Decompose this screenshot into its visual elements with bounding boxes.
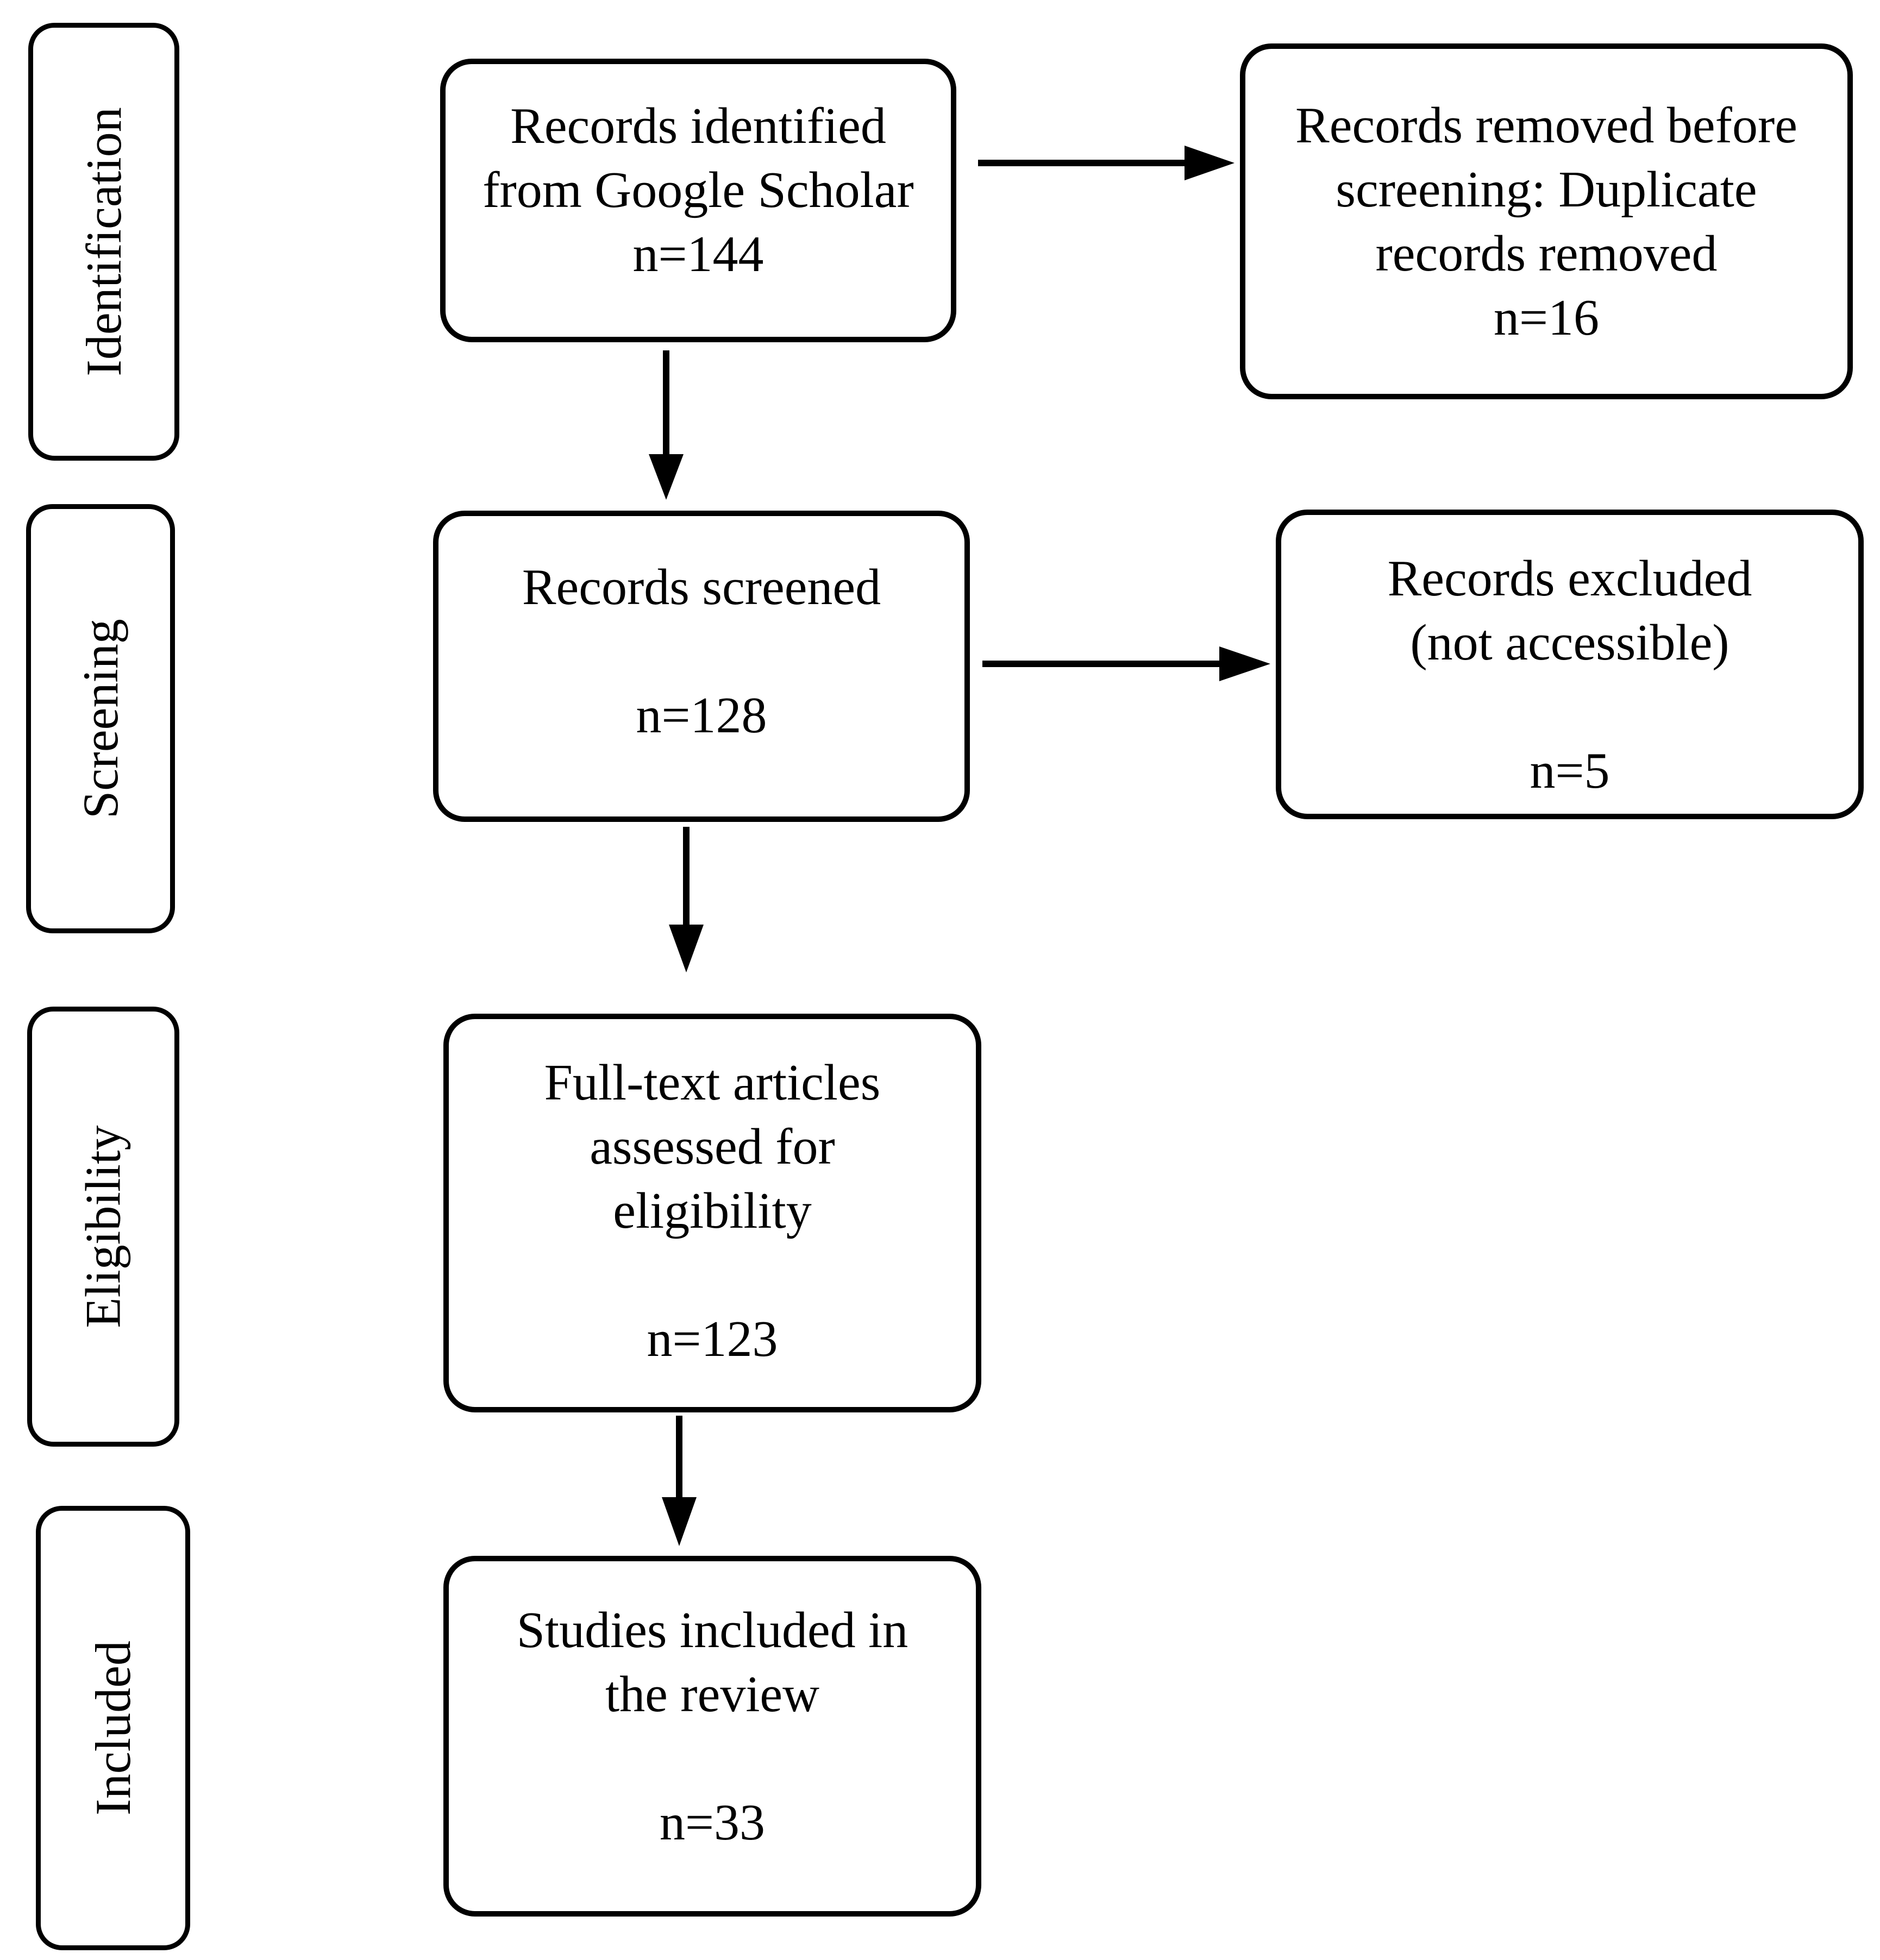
stage-box-identification: Identification (28, 23, 179, 461)
box-text-line (706, 1243, 719, 1307)
box-text-line: assessed for (590, 1119, 835, 1175)
arrow-identified-to-removed (978, 146, 1234, 180)
box-text-line: Records excluded (1387, 550, 1752, 607)
box-text-line: n=144 (632, 226, 764, 282)
box-text-line: n=16 (1493, 289, 1599, 346)
box-text-line (706, 1726, 719, 1791)
stage-label-screening: Screening (73, 619, 128, 819)
box-text-line: n=5 (1530, 743, 1610, 799)
stage-box-included: Included (36, 1506, 190, 1950)
box-text-line: Records removed before (1295, 97, 1797, 154)
stage-label-identification: Identification (76, 107, 132, 376)
arrow-screened-to-fulltext (669, 827, 704, 972)
arrow-fulltext-to-included (662, 1416, 697, 1546)
box-text-line: n=33 (659, 1794, 765, 1851)
stage-label-included: Included (85, 1641, 141, 1815)
box-text-line: eligibility (613, 1183, 812, 1239)
stage-box-eligibility: Eligibility (27, 1007, 179, 1447)
box-records-excluded: Records excluded (not accessible) n=5 (1276, 510, 1864, 819)
arrow-identified-to-screened (649, 350, 684, 500)
box-text-line (695, 619, 708, 683)
box-text-line: (not accessible) (1410, 614, 1729, 671)
box-text-line (1563, 675, 1576, 739)
stage-label-eligibility: Eligibility (76, 1125, 131, 1328)
box-text-line: the review (605, 1666, 820, 1723)
box-text-line: n=128 (636, 687, 767, 744)
box-fulltext-assessed: Full-text articles assessed for eligibilit… (443, 1014, 981, 1412)
box-text-line: n=123 (647, 1311, 778, 1367)
box-records-removed-before-screening: Records removed before screening: Duplica… (1240, 43, 1853, 399)
box-text-line: Full-text articles (544, 1054, 881, 1111)
box-text-line: screening: Duplicate (1336, 161, 1757, 218)
box-text-line: Records screened (522, 559, 881, 615)
box-studies-included: Studies included in the review n=33 (443, 1556, 981, 1917)
box-text-line: from Google Scholar (482, 162, 914, 218)
box-text-line: Records identified (510, 98, 886, 154)
arrow-screened-to-excluded (982, 646, 1270, 681)
box-text-line: records removed (1375, 225, 1718, 282)
stage-box-screening: Screening (26, 504, 175, 933)
box-records-screened: Records screened n=128 (433, 511, 970, 822)
box-records-identified: Records identified from Google Scholar n=1… (440, 59, 956, 342)
box-text-line: Studies included in (516, 1602, 908, 1659)
